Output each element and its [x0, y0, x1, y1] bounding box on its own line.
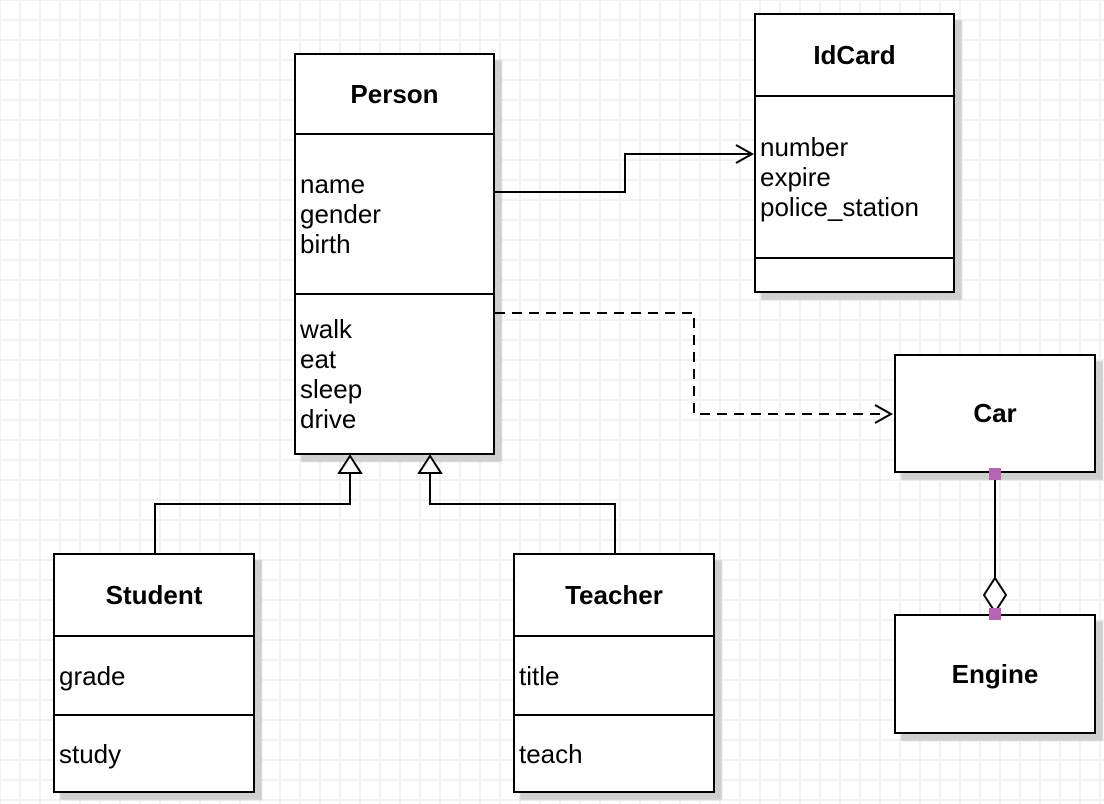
edge-endpoint-handle[interactable]: [989, 608, 1001, 620]
compartment: grade: [55, 635, 253, 714]
attribute: name: [300, 169, 366, 199]
method: walk: [300, 314, 353, 344]
attribute: grade: [59, 660, 126, 691]
class-car[interactable]: Car: [894, 354, 1096, 473]
aggregation-diamond-icon: [982, 576, 1008, 614]
method: sleep: [300, 374, 363, 404]
class-title: Car: [973, 398, 1017, 428]
method: drive: [300, 404, 357, 434]
empty-compartment: [756, 257, 953, 291]
compartment: study: [55, 714, 253, 791]
attribute: birth: [300, 229, 351, 259]
class-idcard[interactable]: IdCard number expire police_station: [754, 13, 955, 293]
edge-teacher-person[interactable]: [417, 454, 616, 553]
attributes-compartment: number expire police_station: [756, 95, 953, 257]
methods-compartment: walk eat sleep drive: [296, 293, 493, 453]
class-teacher[interactable]: Teacher title teach: [513, 553, 715, 793]
attribute: number: [760, 132, 849, 162]
attribute: expire: [760, 162, 831, 192]
generalization-triangle-icon: [417, 454, 443, 474]
class-person[interactable]: Person name gender birth walk eat sleep …: [294, 53, 495, 455]
class-student[interactable]: Student grade study: [53, 553, 255, 793]
class-engine[interactable]: Engine: [894, 614, 1096, 734]
method: eat: [300, 344, 337, 374]
edge-student-person[interactable]: [154, 454, 363, 553]
edge-car-engine[interactable]: [982, 468, 1008, 620]
open-arrowhead-icon: [735, 144, 755, 164]
class-title: Engine: [951, 658, 1039, 689]
attribute: title: [519, 660, 560, 691]
class-title: Person: [350, 78, 439, 109]
attribute: police_station: [760, 192, 919, 222]
method: teach: [519, 738, 583, 769]
generalization-triangle-icon: [337, 454, 363, 474]
class-title: Teacher: [565, 579, 663, 610]
edge-person-car[interactable]: [495, 312, 894, 424]
class-title: IdCard: [813, 39, 896, 70]
compartment: teach: [515, 714, 713, 791]
compartment: title: [515, 635, 713, 714]
method: study: [59, 738, 122, 769]
edge-endpoint-handle[interactable]: [989, 468, 1001, 480]
edge-person-idcard[interactable]: [495, 144, 755, 193]
class-title: Student: [105, 579, 203, 610]
open-arrowhead-icon: [874, 404, 894, 424]
attribute: gender: [300, 199, 381, 229]
attributes-compartment: name gender birth: [296, 133, 493, 293]
